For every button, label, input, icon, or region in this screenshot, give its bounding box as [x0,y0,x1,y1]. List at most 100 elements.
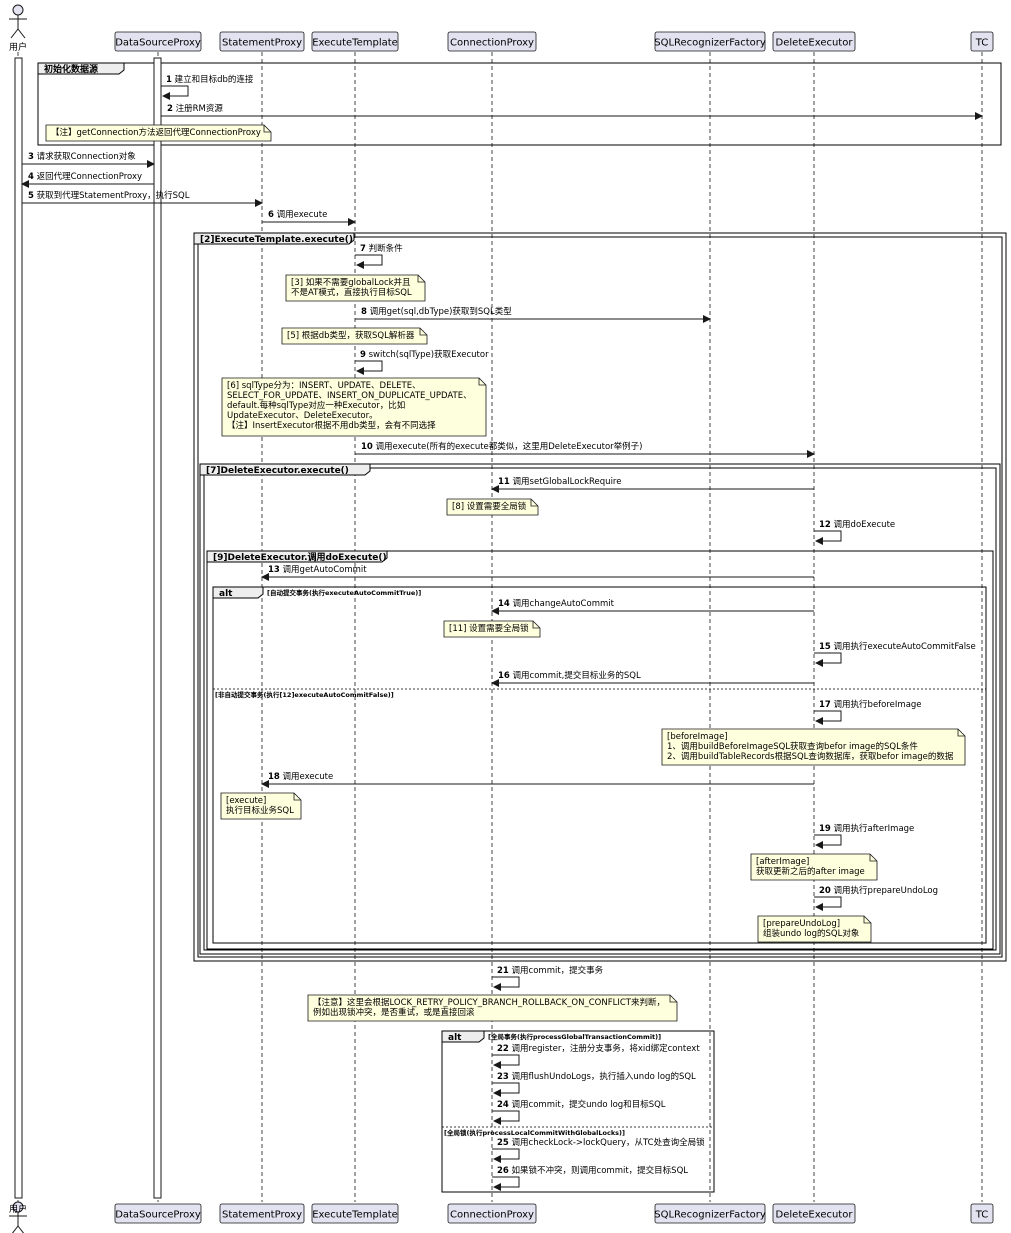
note-3: [6] sqlType分为：INSERT、UPDATE、DELETE、SELEC… [221,377,487,437]
note-box [285,274,426,302]
message-label: 24 调用commit，提交undo log和目标SQL [497,1099,666,1110]
note-box [757,915,872,943]
sequence-number: 18 [268,772,280,782]
message-6: 6 调用execute [262,210,356,226]
message-label: 15 调用执行executeAutoCommitFalse [819,641,976,652]
frame-alt-global: alt[全局事务(执行processGlobalTransactionCommi… [441,1030,715,1193]
message-label: 10 调用execute(所有的execute都类似，这里用DeleteExec… [361,441,642,452]
sequence-number: 10 [361,442,373,452]
message-self-arrow [355,360,383,375]
frame-inner-border [197,236,1003,958]
message-label: 6 调用execute [268,210,327,220]
note-box [307,994,678,1022]
message-self-arrow [492,1082,520,1097]
frame-title: [9]DeleteExecutor.调用doExecute() [213,551,387,563]
participant-box [114,31,202,52]
note-line: 1、调用buildBeforeImageSQL获取查询befor image的S… [667,741,918,752]
message-label: 26 如果锁不冲突，则调用commit，提交目标SQL [497,1165,688,1176]
message-9: 9 switch(sqlType)获取Executor [355,349,489,375]
note-line: default.每种sqlType对应一种Executor，比如 [227,400,405,411]
frame-delete-executor-execute: [7]DeleteExecutor.execute() [199,463,1001,955]
sequence-number: 26 [497,1166,509,1176]
message-label: 14 调用changeAutoCommit [498,599,615,609]
message-text: 调用checkLock->lockQuery，从TC处查询全局锁 [509,1137,705,1148]
note-line: UpdateExecutor、DeleteExecutor。 [227,411,378,421]
note-line: [3] 如果不需要globalLock并且 [291,277,411,288]
note-fold [532,621,540,629]
frame-border [37,62,1002,146]
note-0: 【注】getConnection方法返回代理ConnectionProxy [45,124,272,142]
sequence-number: 3 [28,152,34,162]
sequence-number: 17 [819,700,831,710]
note-2: [5] 根据db类型，获取SQL解析器 [281,327,428,345]
message-8: 8 调用get(sql,dbType)获取到SQL类型 [355,306,711,323]
message-label: 3 请求获取Connection对象 [28,151,136,162]
note-fold [417,275,425,283]
message-label: 8 调用get(sql,dbType)获取到SQL类型 [361,306,512,317]
note-10: 【注意】这里会根据LOCK_RETRY_POLICY_BRANCH_ROLLBA… [307,994,678,1022]
frame-guard: [自动提交事务(执行executeAutoCommitTrue)] [267,588,421,597]
frame-tab [206,550,388,563]
message-self-arrow [492,1176,520,1191]
frame-else-guard: [全局锁(执行processLocalCommitWithGlobalLocks… [444,1128,625,1137]
message-text: 调用doExecute [831,520,895,530]
participant-box [311,31,399,52]
sequence-number: 7 [360,244,366,254]
message-text: 调用changeAutoCommit [510,599,615,609]
participant-label: ConnectionProxy [450,38,534,49]
frame-tab [212,586,264,599]
participant-label: SQLRecognizerFactory [654,38,766,49]
participant-label: StatementProxy [222,38,302,49]
note-line: [afterImage] [756,857,809,867]
sequence-number: 12 [819,520,831,530]
message-text: 调用execute [280,772,333,782]
participant-label: DataSourceProxy [115,1210,201,1221]
participant-box [970,31,994,52]
participant-label: TC [975,38,989,49]
participant-sql-recognizer-factory-top: SQLRecognizerFactory [654,31,766,52]
participant-label: ExecuteTemplate [312,1210,398,1221]
message-self-arrow [492,1148,520,1163]
frame-border [212,586,987,944]
participant-connection-proxy-top: ConnectionProxy [447,31,537,52]
message-12: 12 调用doExecute [814,520,895,545]
actor-leg-right [17,28,26,39]
frame-else-guard: [非自动提交事务(执行[12]executeAutoCommitFalse)] [215,690,394,699]
message-label: 9 switch(sqlType)获取Executor [360,349,489,360]
participant-label: ConnectionProxy [450,1210,534,1221]
message-self-arrow [161,85,189,100]
message-label: 23 调用flushUndoLogs，执行插入undo log的SQL [497,1071,696,1082]
message-label: 7 判断条件 [360,243,403,254]
note-line: [execute] [226,796,266,806]
message-20: 20 调用执行prepareUndoLog [814,885,938,911]
frame-execute-template: [2]ExecuteTemplate.execute() [193,232,1007,962]
message-text: 调用register，注册分支事务，将xid绑定context [509,1043,700,1054]
message-text: 获取到代理StatementProxy，执行SQL [34,190,190,201]
note-7: [execute]执行目标业务SQL [220,792,302,820]
message-label: 1 建立和目标db的连接 [166,74,254,85]
note-fold [530,499,538,507]
message-text: 调用commit,提交目标业务的SQL [510,670,641,681]
note-5: [11] 设置需要全局锁 [443,620,541,638]
message-2: 2 注册RM资源 [161,103,983,120]
note-box [281,327,428,345]
note-8: [afterImage]获取更新之后的after image [750,853,878,881]
frame-title: alt [219,589,233,599]
note-line: 执行目标业务SQL [226,805,294,816]
participant-box [114,1203,202,1224]
message-text: 请求获取Connection对象 [34,151,136,162]
message-text: 调用get(sql,dbType)获取到SQL类型 [367,306,512,317]
message-text: 调用执行executeAutoCommitFalse [831,641,976,652]
actor-leg-left [11,1225,19,1233]
message-24: 24 调用commit，提交undo log和目标SQL [492,1099,666,1125]
frame-border [441,1030,715,1193]
message-22: 22 调用register，注册分支事务，将xid绑定context [492,1043,700,1069]
sequence-number: 8 [361,307,367,317]
message-label: 21 调用commit，提交事务 [497,965,604,976]
frame-title: 初始化数据源 [44,63,98,75]
sequence-number: 19 [819,824,831,834]
note-line: [prepareUndoLog] [763,919,840,929]
message-15: 15 调用执行executeAutoCommitFalse [814,641,976,667]
participant-user-bottom: 用户 [9,1201,27,1233]
message-text: 调用getAutoCommit [280,565,367,575]
